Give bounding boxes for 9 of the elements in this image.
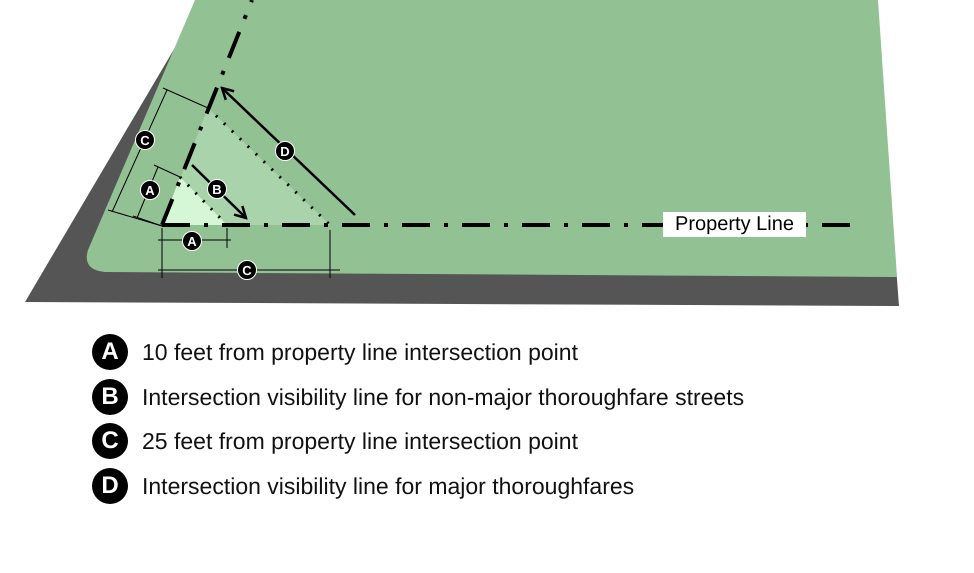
legend-text: Intersection visibility line for non-major thoroughfare streets bbox=[142, 384, 744, 411]
legend-marker: B bbox=[92, 379, 128, 415]
legend-text: 10 feet from property line intersection point bbox=[142, 339, 578, 366]
legend-marker: A bbox=[92, 334, 128, 370]
legend-text: Intersection visibility line for major thoroughfares bbox=[142, 473, 634, 500]
property-line-label: Property Line bbox=[663, 212, 806, 237]
legend-text: 25 feet from property line intersection point bbox=[142, 428, 578, 455]
legend-marker: D bbox=[92, 468, 128, 504]
legend-marker: C bbox=[92, 423, 128, 459]
